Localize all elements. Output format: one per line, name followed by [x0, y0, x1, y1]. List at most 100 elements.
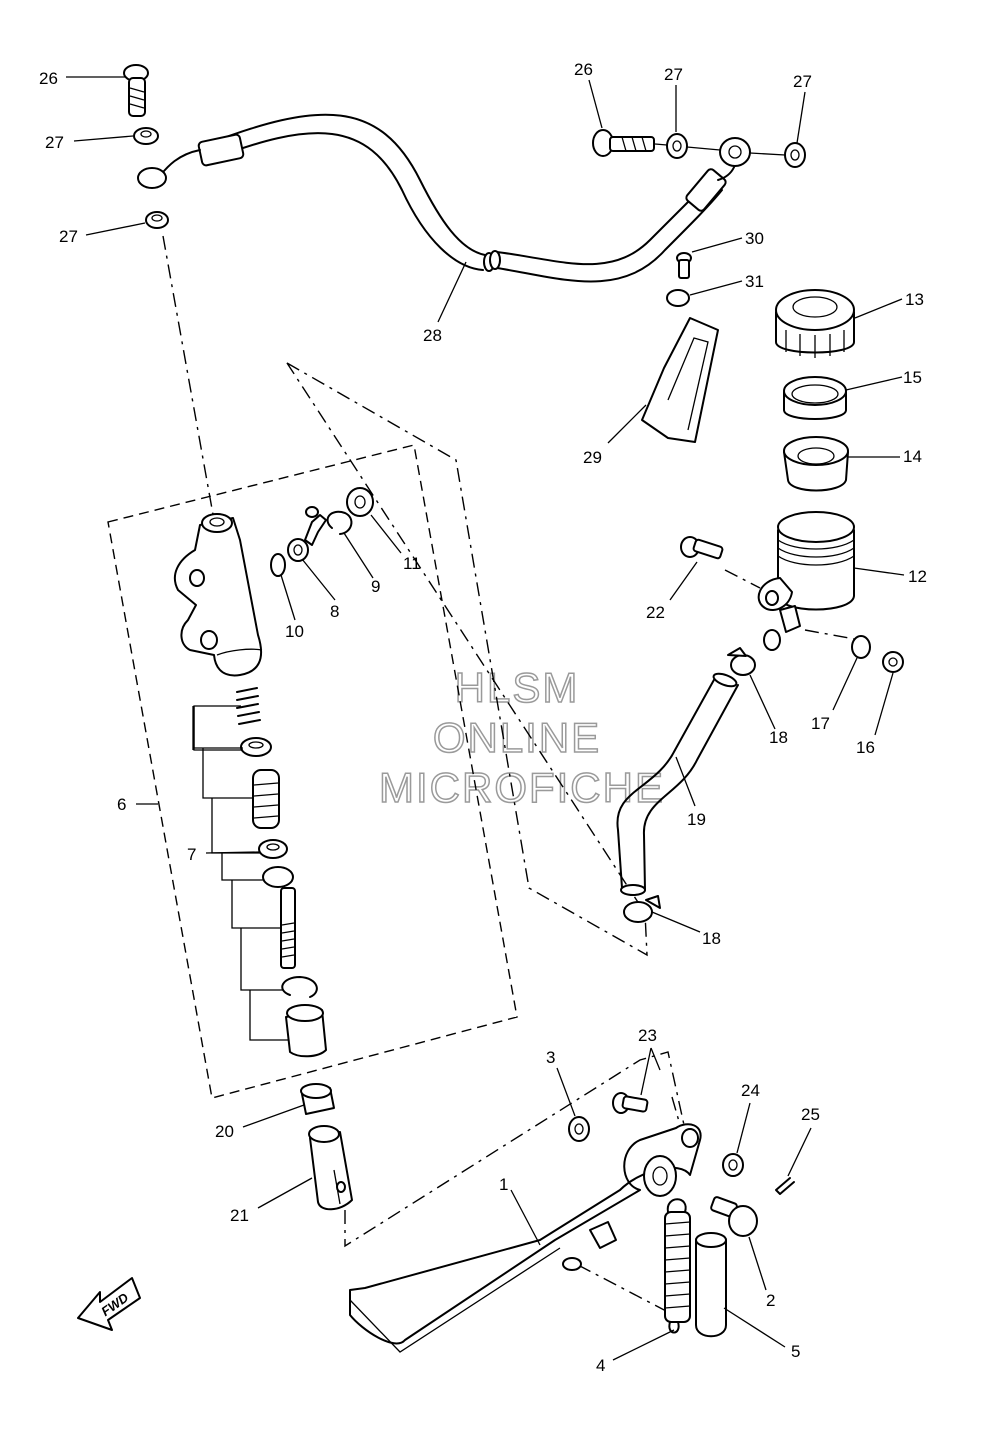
callout-13: 13	[905, 290, 924, 309]
watermark: HLSM ONLINE MICROFICHE	[378, 663, 665, 812]
watermark-line-3: MICROFICHE	[379, 764, 665, 811]
piston	[252, 769, 280, 829]
o-ring-10	[270, 553, 286, 577]
callout-26-right: 26	[574, 60, 593, 79]
callout-labels: 26 27 27 26 27 27 28 30 31 13 15 14 29 1…	[39, 60, 927, 1375]
cup-seal-upper	[240, 737, 272, 757]
callout-18-bottom: 18	[702, 929, 721, 948]
callout-9: 9	[371, 577, 380, 596]
callout-15: 15	[903, 368, 922, 387]
pin-axis-line	[671, 1096, 681, 1126]
washer-27-lower-left	[145, 211, 169, 229]
banjo-fitting-left	[137, 167, 167, 189]
o-ring-16	[882, 651, 904, 673]
reservoir-tank-12	[757, 511, 855, 651]
callout-16: 16	[856, 738, 875, 757]
bolt-axis-line	[162, 235, 215, 521]
callout-27-left-upper: 27	[45, 133, 64, 152]
callout-10: 10	[285, 622, 304, 641]
callout-27-top-middle: 27	[664, 65, 683, 84]
bolt-30	[676, 252, 692, 279]
washer-24	[722, 1153, 744, 1177]
banjo-bolt-right	[592, 129, 655, 157]
master-cylinder-kit-outline	[107, 444, 518, 1099]
callout-2: 2	[766, 1291, 775, 1310]
grommet-11	[346, 487, 374, 517]
callout-11: 11	[403, 554, 421, 573]
callout-21: 21	[230, 1206, 249, 1225]
washer-27-top-middle	[666, 133, 688, 159]
snap-ring	[281, 976, 318, 998]
brake-pedal-1	[349, 1123, 702, 1353]
bolt-22	[680, 536, 724, 560]
callout-30: 30	[745, 229, 764, 248]
assembly-outlines	[107, 235, 861, 1313]
collar-31	[666, 289, 690, 307]
callout-6: 6	[117, 795, 126, 814]
hose-fitting-top-left	[197, 133, 245, 167]
callout-17: 17	[811, 714, 830, 733]
callout-18-top: 18	[769, 728, 788, 747]
pedal-bolt-2	[710, 1196, 758, 1237]
reservoir-group-outline	[286, 362, 648, 957]
lock-nut-20	[300, 1083, 335, 1115]
reservoir-cap-13	[775, 289, 855, 358]
callout-8: 8	[330, 602, 339, 621]
callout-4: 4	[596, 1356, 605, 1375]
leader-lines	[66, 76, 905, 1361]
bolt-22-axis-line	[724, 569, 761, 589]
callout-1: 1	[499, 1175, 508, 1194]
return-spring-4	[664, 1198, 691, 1334]
callout-14: 14	[903, 447, 922, 466]
watermark-line-1: HLSM	[455, 664, 580, 711]
washer-27-top-left	[133, 127, 159, 145]
fitting-axis-line	[804, 629, 861, 641]
cotter-pin-25	[775, 1177, 795, 1195]
callout-7: 7	[187, 845, 196, 864]
cup-seal-lower	[258, 839, 288, 859]
banjo-bolt-left	[123, 64, 149, 117]
pin-23	[612, 1092, 649, 1114]
callout-29: 29	[583, 448, 602, 467]
callout-3: 3	[546, 1048, 555, 1067]
callout-22: 22	[646, 603, 665, 622]
banjo-fitting-right	[719, 137, 751, 167]
hose-fitting-top-right	[685, 168, 727, 212]
callout-26-left: 26	[39, 69, 58, 88]
brake-hose	[157, 113, 737, 283]
washer-27-top-right	[784, 142, 806, 168]
hose-clip-18-bottom	[623, 895, 661, 923]
washer-3	[568, 1116, 590, 1142]
dust-boot	[285, 1009, 327, 1058]
hose-joint-8	[287, 506, 327, 562]
hose-clip-18-top	[727, 647, 756, 676]
linkage-axis-line	[344, 1051, 685, 1248]
circlip-9	[326, 510, 353, 535]
diaphragm-plate-15	[783, 376, 847, 420]
callout-12: 12	[908, 567, 927, 586]
callout-31: 31	[745, 272, 764, 291]
reservoir-bracket-29	[641, 317, 719, 443]
callout-19: 19	[687, 810, 706, 829]
forward-direction-arrow: FWD	[77, 1277, 141, 1331]
piston-kit-internals	[192, 687, 327, 1058]
watermark-line-2: ONLINE	[433, 714, 601, 761]
push-rod-washer	[262, 866, 294, 888]
reservoir-hose-19	[616, 672, 739, 896]
spring-axis-line	[577, 1264, 669, 1313]
collar-5	[695, 1232, 727, 1338]
callout-20: 20	[215, 1122, 234, 1141]
callout-25: 25	[801, 1105, 820, 1124]
spring	[236, 687, 261, 725]
callout-27-top-right: 27	[793, 72, 812, 91]
callout-23: 23	[638, 1026, 657, 1045]
callout-24: 24	[741, 1081, 760, 1100]
callout-28: 28	[423, 326, 442, 345]
diaphragm-14	[783, 436, 849, 492]
callout-27-left-lower: 27	[59, 227, 78, 246]
clevis-21	[308, 1125, 353, 1211]
master-cylinder-body	[173, 513, 263, 677]
callout-5: 5	[791, 1342, 800, 1361]
hose-joint-17	[851, 635, 871, 659]
